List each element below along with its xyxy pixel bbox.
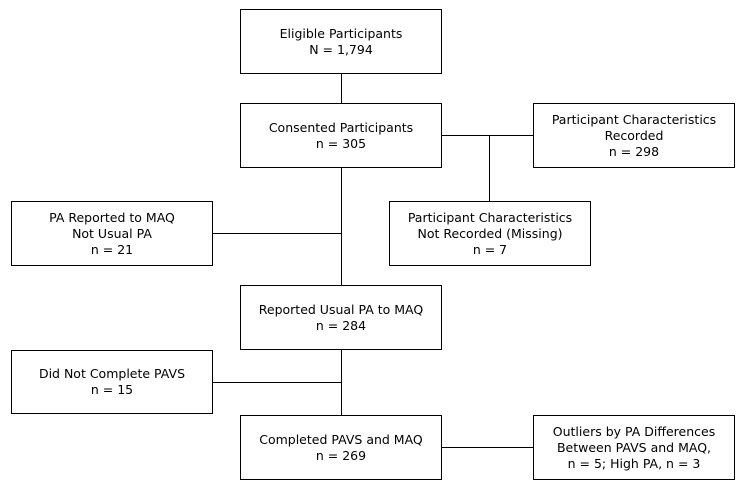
did-not-complete-title: Did Not Complete PAVS — [38, 366, 186, 381]
eligible-participants-box: Eligible Participants N = 1,794 — [240, 9, 442, 74]
pa-not-usual-subtitle: Not Usual PA — [72, 225, 152, 241]
consented-participants-count: n = 305 — [315, 135, 367, 151]
reported-usual-pa-count: n = 284 — [315, 317, 367, 333]
characteristics-recorded-title: Participant Characteristics — [551, 111, 717, 127]
pa-not-usual-box: PA Reported to MAQ Not Usual PA n = 21 — [11, 201, 213, 266]
completed-pavs-maq-box: Completed PAVS and MAQ n = 269 — [240, 415, 442, 480]
consented-participants-box: Consented Participants n = 305 — [240, 103, 442, 168]
did-not-complete-count: n = 15 — [90, 382, 134, 397]
pa-not-usual-count: n = 21 — [90, 241, 134, 257]
did-not-complete-box: Did Not Complete PAVS n = 15 — [11, 350, 213, 414]
characteristics-missing-count: n = 7 — [472, 241, 508, 257]
pa-not-usual-title: PA Reported to MAQ — [49, 209, 175, 225]
consented-participants-title: Consented Participants — [268, 119, 414, 135]
eligible-participants-title: Eligible Participants — [279, 25, 403, 41]
characteristics-recorded-box: Participant Characteristics Recorded n =… — [533, 103, 735, 168]
eligible-participants-count: N = 1,794 — [309, 41, 373, 57]
outliers-box: Outliers by PA Differences Between PAVS … — [533, 415, 735, 480]
outliers-subtitle: Between PAVS and MAQ, — [556, 439, 712, 455]
completed-pavs-maq-count: n = 269 — [315, 447, 367, 463]
characteristics-recorded-subtitle: Recorded — [604, 127, 664, 143]
completed-pavs-maq-title: Completed PAVS and MAQ — [259, 431, 423, 447]
characteristics-missing-title: Participant Characteristics — [407, 209, 573, 225]
characteristics-missing-subtitle: Not Recorded (Missing) — [417, 225, 563, 241]
characteristics-recorded-count: n = 298 — [608, 143, 660, 159]
outliers-title: Outliers by PA Differences — [552, 423, 716, 439]
reported-usual-pa-title: Reported Usual PA to MAQ — [258, 301, 424, 317]
characteristics-missing-box: Participant Characteristics Not Recorded… — [389, 201, 591, 266]
reported-usual-pa-box: Reported Usual PA to MAQ n = 284 — [240, 285, 442, 350]
outliers-count: n = 5; High PA, n = 3 — [567, 455, 701, 471]
